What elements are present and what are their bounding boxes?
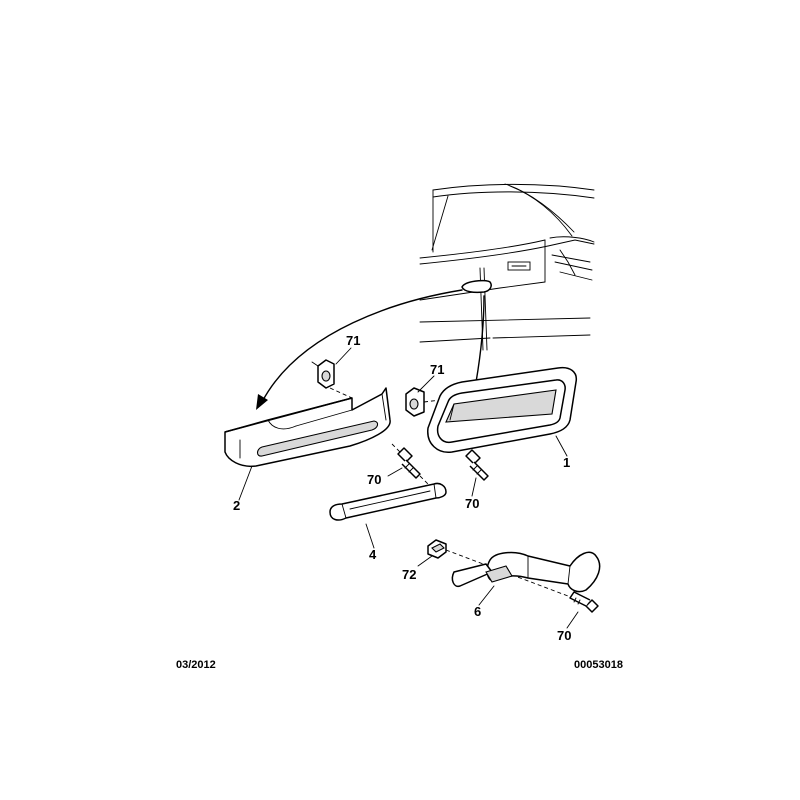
assist-handle-part bbox=[451, 551, 601, 593]
car-door-outline bbox=[419, 183, 595, 351]
callout-labels: 71 71 1 2 70 70 4 72 6 70 bbox=[233, 333, 571, 643]
footer-reference: 00053018 bbox=[574, 659, 623, 671]
clip-71-left bbox=[311, 359, 353, 399]
footer-date: 03/2012 bbox=[176, 659, 216, 671]
label-clip-71-right: 71 bbox=[430, 362, 444, 377]
screw-70-b bbox=[465, 449, 489, 481]
label-clip-71-left: 71 bbox=[346, 333, 360, 348]
label-armrest-2: 2 bbox=[233, 498, 240, 513]
label-nut-insert-72: 72 bbox=[402, 567, 416, 582]
label-assist-handle-6: 6 bbox=[474, 604, 481, 619]
armrest-part bbox=[224, 387, 391, 468]
label-screw-70-c: 70 bbox=[557, 628, 571, 643]
leader-lines bbox=[238, 347, 579, 629]
screw-70-a bbox=[391, 443, 435, 491]
clip-71-right bbox=[405, 387, 441, 417]
label-screw-70-b: 70 bbox=[465, 496, 479, 511]
grab-handle-part bbox=[329, 482, 447, 521]
label-door-pull-panel-1: 1 bbox=[563, 455, 570, 470]
label-screw-70-a: 70 bbox=[367, 472, 381, 487]
door-pull-panel-part bbox=[427, 366, 578, 453]
nut-insert-72 bbox=[427, 539, 447, 559]
label-grab-handle-4: 4 bbox=[369, 547, 377, 562]
